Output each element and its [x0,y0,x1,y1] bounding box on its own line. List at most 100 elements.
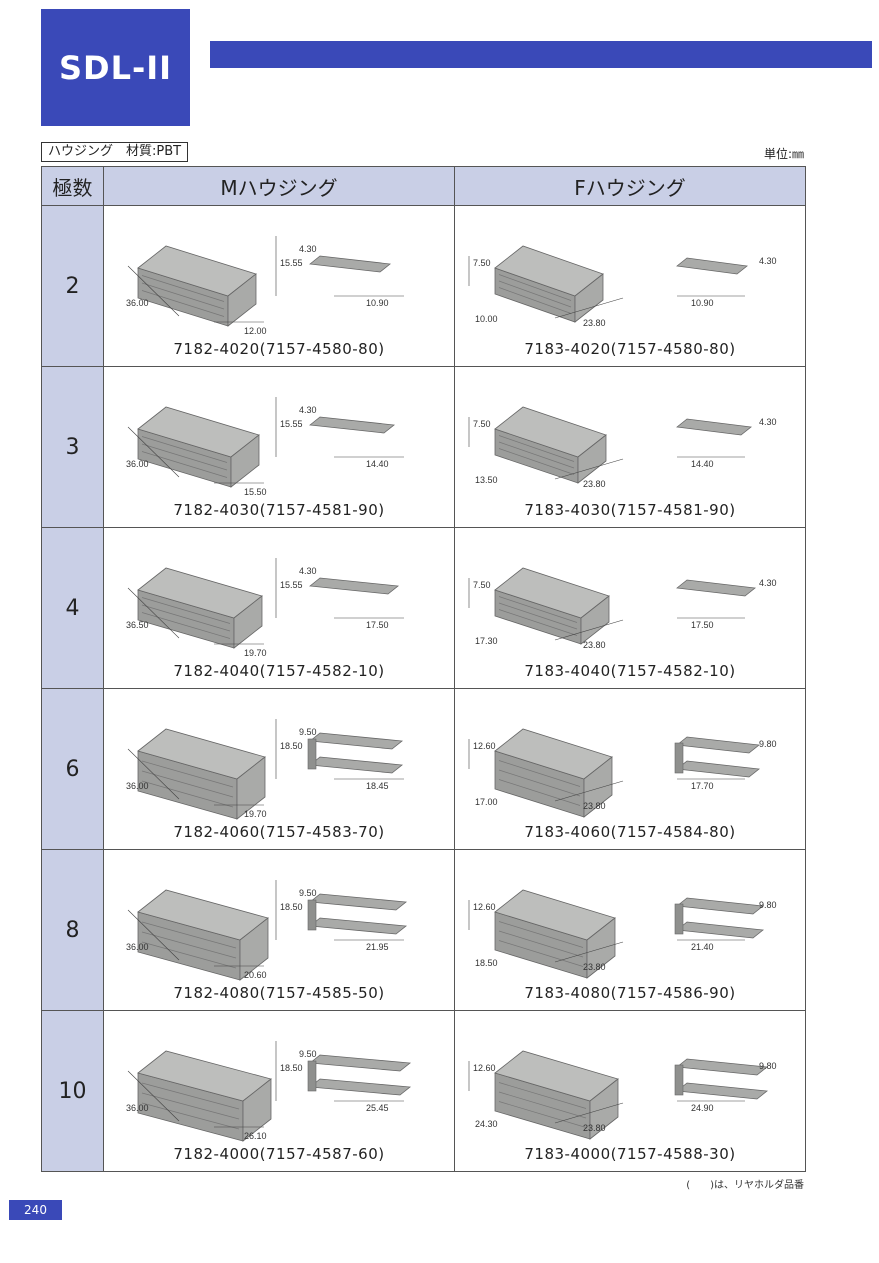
material-label: ハウジング 材質:PBT [41,142,189,162]
m-part-number: 7182-4000(7157-4587-60) [173,1145,385,1163]
m-part-number: 7182-4030(7157-4581-90) [173,501,385,519]
dim-holder-thickness: 9.50 [299,888,317,898]
pole-count: 6 [41,688,104,850]
dimension-line [554,1102,624,1124]
dim-width: 19.70 [244,809,267,819]
dim-length: 36.00 [126,781,149,791]
dim-holder-thickness: 9.80 [759,1061,777,1071]
pole-count: 10 [41,1010,104,1172]
pole-count: 4 [41,527,104,689]
m-part-number: 7182-4040(7157-4582-10) [173,662,385,680]
f-part-number: 7183-4020(7157-4580-80) [524,340,736,358]
dim-length: 23.80 [583,640,606,650]
dim-holder-length: 17.50 [366,620,389,630]
dim-holder-length: 25.45 [366,1103,389,1113]
dim-width: 18.50 [475,958,498,968]
f-housing-image [494,889,616,979]
dim-height: 12.60 [473,902,496,912]
rear-holder-image [674,897,765,939]
header-f-housing: Fハウジング [454,166,806,206]
m-housing-cell: 36.00 18.50 26.10 9.50 25.45 7182-4000(7157-4… [103,1010,455,1172]
dim-height: 12.60 [473,741,496,751]
dim-length: 36.00 [126,298,149,308]
dim-height: 18.50 [280,1063,303,1073]
series-title: SDL-II [41,9,190,126]
dimension-line [127,1070,180,1122]
dim-holder-thickness: 4.30 [759,578,777,588]
dimension-line [127,909,180,961]
dim-length: 36.00 [126,942,149,952]
dim-length: 36.00 [126,459,149,469]
rear-holder-image [307,893,408,935]
m-part-number: 7182-4080(7157-4585-50) [173,984,385,1002]
f-part-number: 7183-4040(7157-4582-10) [524,662,736,680]
dimension-line [127,587,180,639]
m-housing-drawing: 36.00 18.50 26.10 9.50 25.45 [126,1041,412,1142]
dimension-line [554,458,624,480]
dim-holder-length: 17.50 [691,620,714,630]
dimension-line [554,780,624,802]
dim-length: 36.00 [126,1103,149,1113]
pole-count: 2 [41,205,104,367]
dim-holder-thickness: 9.50 [299,1049,317,1059]
dim-holder-thickness: 4.30 [759,417,777,427]
dim-height: 15.55 [280,419,303,429]
m-housing-image [137,1050,272,1142]
f-housing-image [494,1050,619,1140]
rear-holder-image [307,732,404,774]
dim-holder-thickness: 4.30 [299,405,317,415]
dimension-line [127,265,180,317]
dim-height: 15.55 [280,258,303,268]
dim-holder-length: 17.70 [691,781,714,791]
dim-height: 18.50 [280,902,303,912]
dim-height: 18.50 [280,741,303,751]
dim-height: 12.60 [473,1063,496,1073]
m-part-number: 7182-4060(7157-4583-70) [173,823,385,841]
f-housing-image [494,245,604,323]
f-part-number: 7183-4080(7157-4586-90) [524,984,736,1002]
dim-width: 10.00 [475,314,498,324]
dim-height: 7.50 [473,419,491,429]
title-bar [210,41,872,68]
rear-holder-image [676,418,752,436]
f-part-number: 7183-4060(7157-4584-80) [524,823,736,841]
f-housing-image [494,728,613,818]
dim-width: 12.00 [244,326,267,336]
m-housing-image [137,889,269,981]
dim-width: 15.50 [244,487,267,497]
f-part-number: 7183-4000(7157-4588-30) [524,1145,736,1163]
rear-holder-image [676,257,748,275]
dim-length: 23.80 [583,962,606,972]
dim-width: 20.60 [244,970,267,980]
dimension-line [127,748,180,800]
dim-height: 7.50 [473,580,491,590]
m-part-number: 7182-4020(7157-4580-80) [173,340,385,358]
dim-length: 23.80 [583,801,606,811]
rear-holder-image [308,255,392,273]
m-housing-image [137,567,263,649]
rear-holder-image [308,577,400,595]
dim-holder-thickness: 9.80 [759,900,777,910]
dim-width: 26.10 [244,1131,267,1141]
dim-width: 17.00 [475,797,498,807]
dim-holder-thickness: 4.30 [759,256,777,266]
rear-holder-image [674,1058,769,1100]
